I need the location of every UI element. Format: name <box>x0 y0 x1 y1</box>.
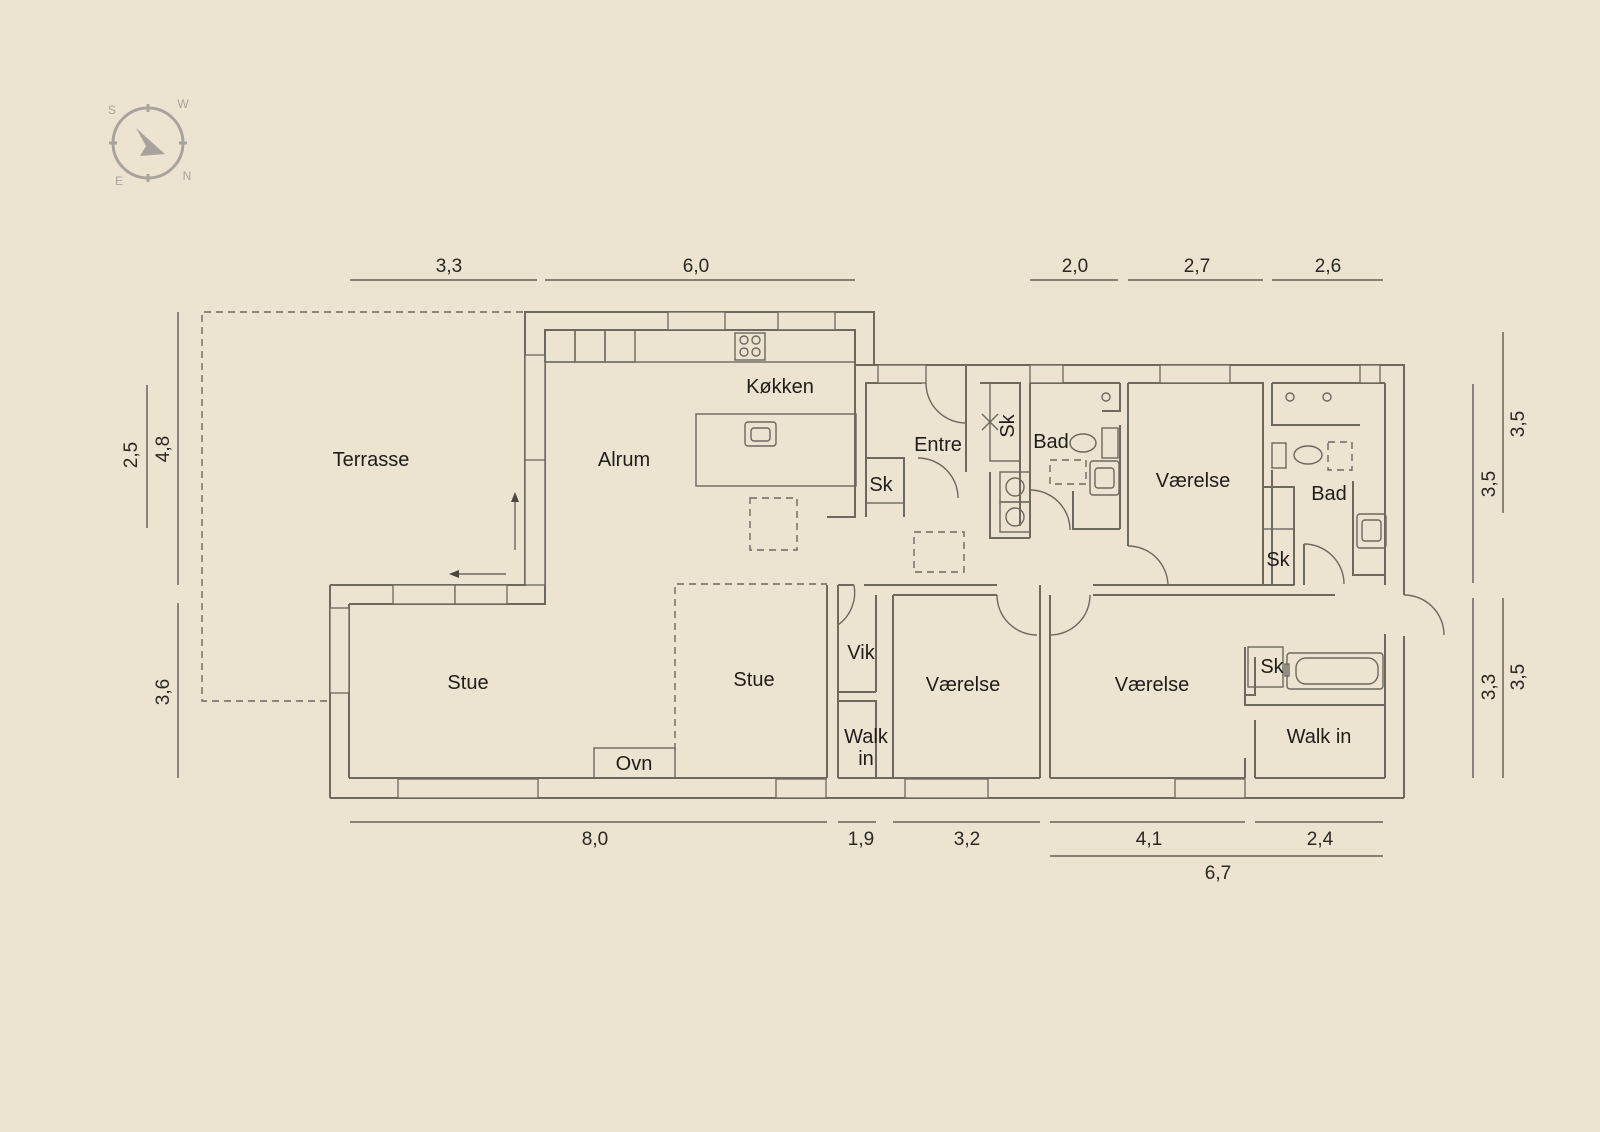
dim-left-2: 4,8 <box>153 436 174 462</box>
dim-bottom-1: 8,0 <box>582 829 608 850</box>
dim-bottom-total: 6,7 <box>1205 863 1231 884</box>
label-vaerelse-2: Værelse <box>926 674 1000 696</box>
fixtures <box>544 329 1387 779</box>
dim-top-3: 2,0 <box>1062 256 1088 277</box>
compass-letter-w: W <box>177 97 189 111</box>
label-vaerelse-3: Værelse <box>1115 674 1189 696</box>
dim-bottom-2: 1,9 <box>848 829 874 850</box>
label-sk-walk-in: Sk <box>1260 656 1284 678</box>
dimension-labels: 3,3 6,0 2,0 2,7 2,6 8,0 1,9 3,2 4,1 2,4 … <box>121 256 1529 884</box>
label-walk-in-1-line1: Walk <box>844 726 889 748</box>
label-bad-1: Bad <box>1033 431 1069 453</box>
room-labels: Terrasse Alrum Køkken Entre Bad Bad Være… <box>333 376 1352 775</box>
label-walk-in-1-line2: in <box>858 748 874 770</box>
label-ovn: Ovn <box>616 753 653 775</box>
compass-letter-n: N <box>183 169 192 183</box>
label-alrum: Alrum <box>598 449 650 471</box>
dim-bottom-4: 4,1 <box>1136 829 1162 850</box>
label-bad-2: Bad <box>1311 483 1347 505</box>
dim-bottom-3: 3,2 <box>954 829 980 850</box>
dim-top-1: 3,3 <box>436 256 462 277</box>
windows <box>329 311 1381 799</box>
label-vaerelse-1: Værelse <box>1156 470 1230 492</box>
doors <box>837 382 1445 636</box>
label-entre: Entre <box>914 434 962 456</box>
dim-top-2: 6,0 <box>683 256 709 277</box>
terrace <box>201 311 523 702</box>
label-walk-in-2: Walk in <box>1287 726 1352 748</box>
compass-letter-s: S <box>108 103 116 117</box>
dim-left-1: 2,5 <box>121 442 142 468</box>
label-sk-closet: Sk <box>997 413 1019 437</box>
dimension-lines <box>146 279 1504 857</box>
dim-top-4: 2,7 <box>1184 256 1210 277</box>
dim-right-3: 3,3 <box>1479 674 1500 700</box>
dim-bottom-5: 2,4 <box>1307 829 1334 850</box>
label-vik: Vik <box>847 642 875 664</box>
dim-right-2: 3,5 <box>1479 471 1500 497</box>
label-stue-2: Stue <box>733 669 774 691</box>
compass-icon: S W N E <box>108 97 191 188</box>
label-sk-vaerelse: Sk <box>1266 549 1290 571</box>
dim-right-4: 3,5 <box>1508 664 1529 690</box>
compass-letter-e: E <box>115 174 123 188</box>
label-sk-entre: Sk <box>869 474 893 496</box>
dim-right-1: 3,5 <box>1508 411 1529 437</box>
dim-left-3: 3,6 <box>153 679 174 705</box>
label-stue-1: Stue <box>447 672 488 694</box>
label-kokken: Køkken <box>746 376 814 398</box>
dim-top-5: 2,6 <box>1315 256 1341 277</box>
label-terrasse: Terrasse <box>333 449 410 471</box>
